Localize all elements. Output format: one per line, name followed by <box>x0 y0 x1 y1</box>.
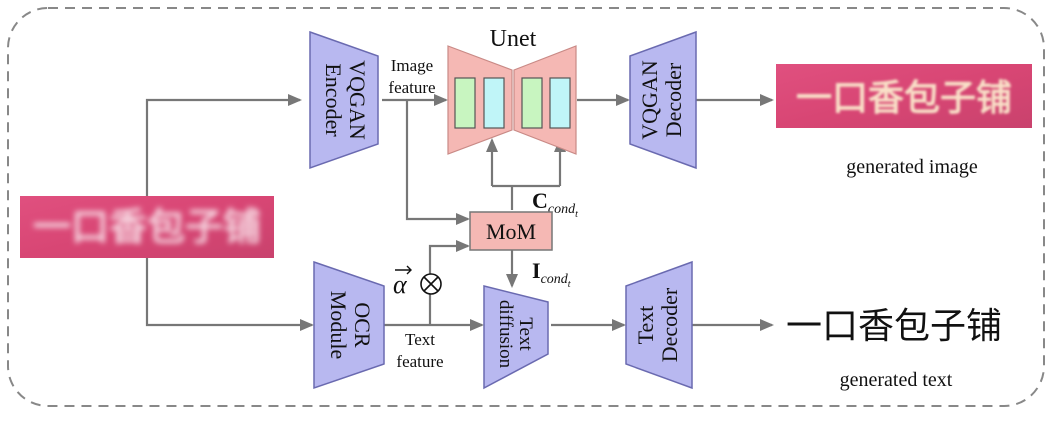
c-cond-label: Ccondt <box>532 188 578 220</box>
arrow-image-feature-to-mom <box>405 100 470 225</box>
generated-image-caption: generated image <box>846 156 978 178</box>
vqgan-decoder: VQGAN Decoder <box>629 30 697 170</box>
image-feature-label: Image feature <box>388 56 435 97</box>
i-cond-label: Icondt <box>532 258 571 290</box>
text-decoder-label-2: Decoder <box>657 287 682 362</box>
unet: Unet <box>447 26 577 155</box>
unet-bar-cyan-2 <box>549 77 571 129</box>
input-image-text: 一口香包子铺 <box>33 205 261 249</box>
outer-frame <box>7 7 1045 407</box>
text-decoder-label-1: Text <box>633 306 658 345</box>
unet-title: Unet <box>490 26 537 52</box>
alpha-weight: α <box>393 265 442 299</box>
text-diffusion-label-2: diffusion <box>495 300 516 369</box>
vqgan-encoder: VQGAN Encoder <box>309 30 379 170</box>
vqgan-encoder-label-1: VQGAN <box>345 60 370 140</box>
arrow-text-feature-to-mom <box>428 240 470 325</box>
svg-text:feature: feature <box>396 352 443 371</box>
text-decoder: Text Decoder <box>625 260 693 390</box>
generated-text-caption: generated text <box>840 369 953 391</box>
vector-arrow-icon <box>395 265 412 275</box>
svg-text:feature: feature <box>388 78 435 97</box>
text-feature-label: Text feature <box>396 330 443 371</box>
ocr-label-1: OCR <box>350 302 375 348</box>
vqgan-decoder-label-2: Decoder <box>661 62 686 137</box>
unet-bar-green-1 <box>454 77 476 129</box>
text-diffusion: Text diffusion <box>483 285 549 390</box>
input-image: 一口香包子铺 <box>20 196 274 258</box>
unet-bar-cyan-1 <box>483 77 505 129</box>
svg-text:Image: Image <box>391 56 433 75</box>
mom-block: MoM <box>469 211 553 251</box>
svg-text:Text: Text <box>405 330 435 349</box>
ocr-module: OCR Module <box>313 260 385 390</box>
generated-image-text: 一口香包子铺 <box>796 78 1012 119</box>
ocr-label-2: Module <box>326 291 351 359</box>
generated-image: 一口香包子铺 <box>776 64 1032 128</box>
arrow-input-to-ocr <box>145 258 314 331</box>
mom-label: MoM <box>486 219 536 244</box>
arrow-input-to-encoder <box>145 94 302 196</box>
unet-bar-green-2 <box>521 77 543 129</box>
alpha-symbol: α <box>393 270 408 299</box>
text-diffusion-label-1: Text <box>515 317 536 351</box>
generated-text-value: 一口香包子铺 <box>786 306 1002 347</box>
vqgan-decoder-label-1: VQGAN <box>637 60 662 140</box>
vqgan-encoder-label-2: Encoder <box>321 63 346 137</box>
